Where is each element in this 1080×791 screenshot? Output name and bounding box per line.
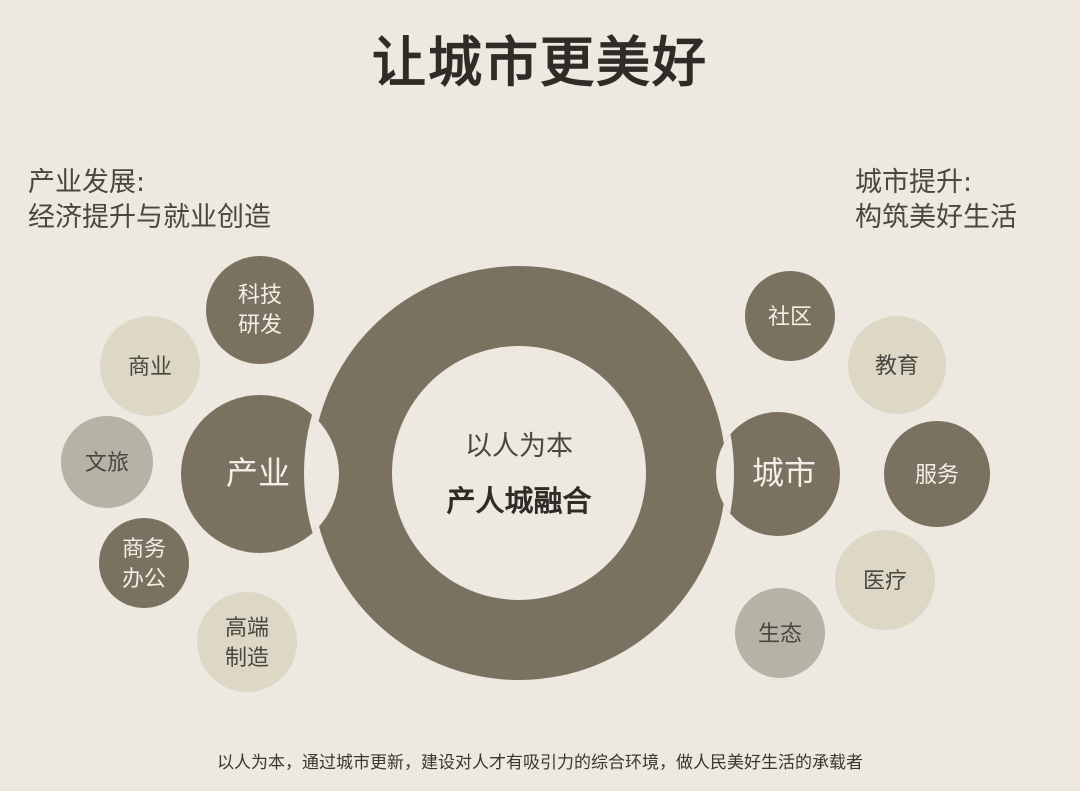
item-circle <box>100 316 200 416</box>
city-heading-line1: 城市提升: <box>855 167 973 198</box>
center-line1: 以人为本 <box>465 431 573 462</box>
item-education: 教育 <box>848 316 946 414</box>
item-commerce: 商业 <box>100 316 200 416</box>
item-label: 科技 <box>238 283 282 308</box>
industry-heading-line1: 产业发展: <box>28 167 146 198</box>
city-heading: 城市提升: 构筑美好生活 <box>855 165 1017 235</box>
center-circle <box>392 346 646 600</box>
item-label: 研发 <box>238 313 282 338</box>
item-label: 高端 <box>225 616 269 641</box>
item-circle <box>99 518 189 608</box>
center-line2: 产人城融合 <box>446 484 591 518</box>
item-community: 社区 <box>745 271 835 361</box>
item-circle <box>745 271 835 361</box>
item-circle <box>884 421 990 527</box>
item-circle <box>735 588 825 678</box>
item-label: 制造 <box>225 646 269 671</box>
item-label: 办公 <box>122 567 166 592</box>
item-label: 社区 <box>768 305 812 330</box>
city-hub-circle <box>716 412 840 536</box>
page-title: 让城市更美好 <box>372 30 708 94</box>
item-science-rnd: 科技 研发 <box>206 256 314 364</box>
item-ecology: 生态 <box>735 588 825 678</box>
item-healthcare: 医疗 <box>835 530 935 630</box>
item-circle <box>206 256 314 364</box>
item-label: 生态 <box>758 622 802 647</box>
item-circle <box>197 592 297 692</box>
item-advanced-manufacturing: 高端 制造 <box>197 592 297 692</box>
item-label: 服务 <box>915 463 959 488</box>
item-label: 商业 <box>128 355 172 380</box>
item-circle <box>835 530 935 630</box>
item-label: 文旅 <box>85 451 129 476</box>
item-business-office: 商务 办公 <box>99 518 189 608</box>
industry-heading-line2: 经济提升与就业创造 <box>28 202 271 233</box>
city-hub-label: 城市 <box>752 454 816 492</box>
item-label: 商务 <box>122 537 166 562</box>
item-label: 教育 <box>875 354 919 379</box>
industry-hub-label: 产业 <box>226 454 290 492</box>
item-label: 医疗 <box>863 569 907 594</box>
item-culture-tourism: 文旅 <box>61 416 153 508</box>
item-circle <box>61 416 153 508</box>
footer-caption: 以人为本，通过城市更新，建设对人才有吸引力的综合环境，做人民美好生活的承载者 <box>217 753 863 773</box>
item-services: 服务 <box>884 421 990 527</box>
city-heading-line2: 构筑美好生活 <box>855 202 1017 233</box>
industry-heading: 产业发展: 经济提升与就业创造 <box>28 165 271 235</box>
item-circle <box>848 316 946 414</box>
industry-hub-circle <box>181 395 339 553</box>
